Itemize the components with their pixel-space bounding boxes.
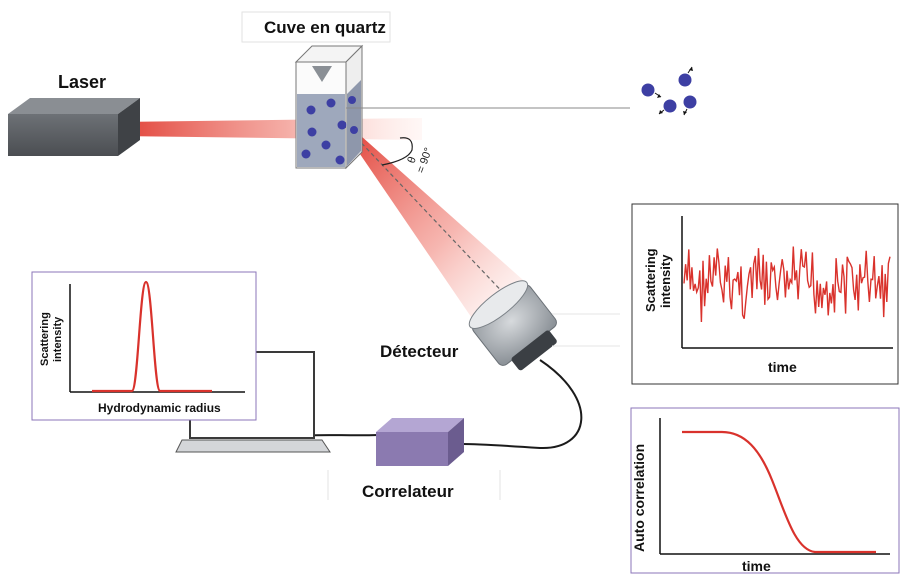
size-xlabel: Hydrodynamic radius: [98, 401, 221, 415]
autocorr-ylabel: Auto correlation: [631, 444, 647, 552]
intensity-ylabel-line2: intensity: [658, 254, 673, 308]
laser-label: Laser: [58, 72, 106, 92]
size-ylabel-line1: Scattering: [39, 312, 51, 366]
scattered-light-cone: [347, 128, 532, 330]
laser-beam: [122, 118, 422, 140]
autocorrelation-panel: Auto correlation time: [630, 407, 900, 574]
cuvette-label: Cuve en quartz: [264, 18, 386, 37]
intensity-xlabel: time: [768, 359, 797, 375]
detector-cable: [461, 359, 583, 450]
correlator-box-icon: [376, 418, 464, 466]
detector-label: Détecteur: [380, 342, 459, 361]
laser-box-icon: [8, 98, 140, 156]
intensity-time-panel: Scattering intensity time: [631, 203, 899, 385]
size-distribution-panel: Scattering intensity Hydrodynamic radius: [31, 271, 257, 421]
intensity-ylabel-line1: Scattering: [643, 248, 658, 312]
cuvette-icon: [294, 44, 364, 170]
correlator-label: Correlateur: [362, 482, 454, 501]
theta-symbol: θ: [406, 155, 419, 165]
size-ylabel-line2: intensity: [52, 316, 64, 362]
autocorrelation-curve: [682, 430, 876, 554]
intensity-trace: [683, 246, 891, 323]
theta-angle-bracket: [381, 137, 413, 166]
autocorr-xlabel: time: [742, 558, 771, 574]
size-distribution-curve: [92, 280, 212, 393]
brownian-particles-icon: [641, 66, 697, 116]
detector-axis-line: [351, 132, 511, 301]
cuvette-label-box: [241, 11, 391, 43]
theta-value: = 90°: [415, 146, 435, 175]
detector-icon: [468, 280, 557, 371]
